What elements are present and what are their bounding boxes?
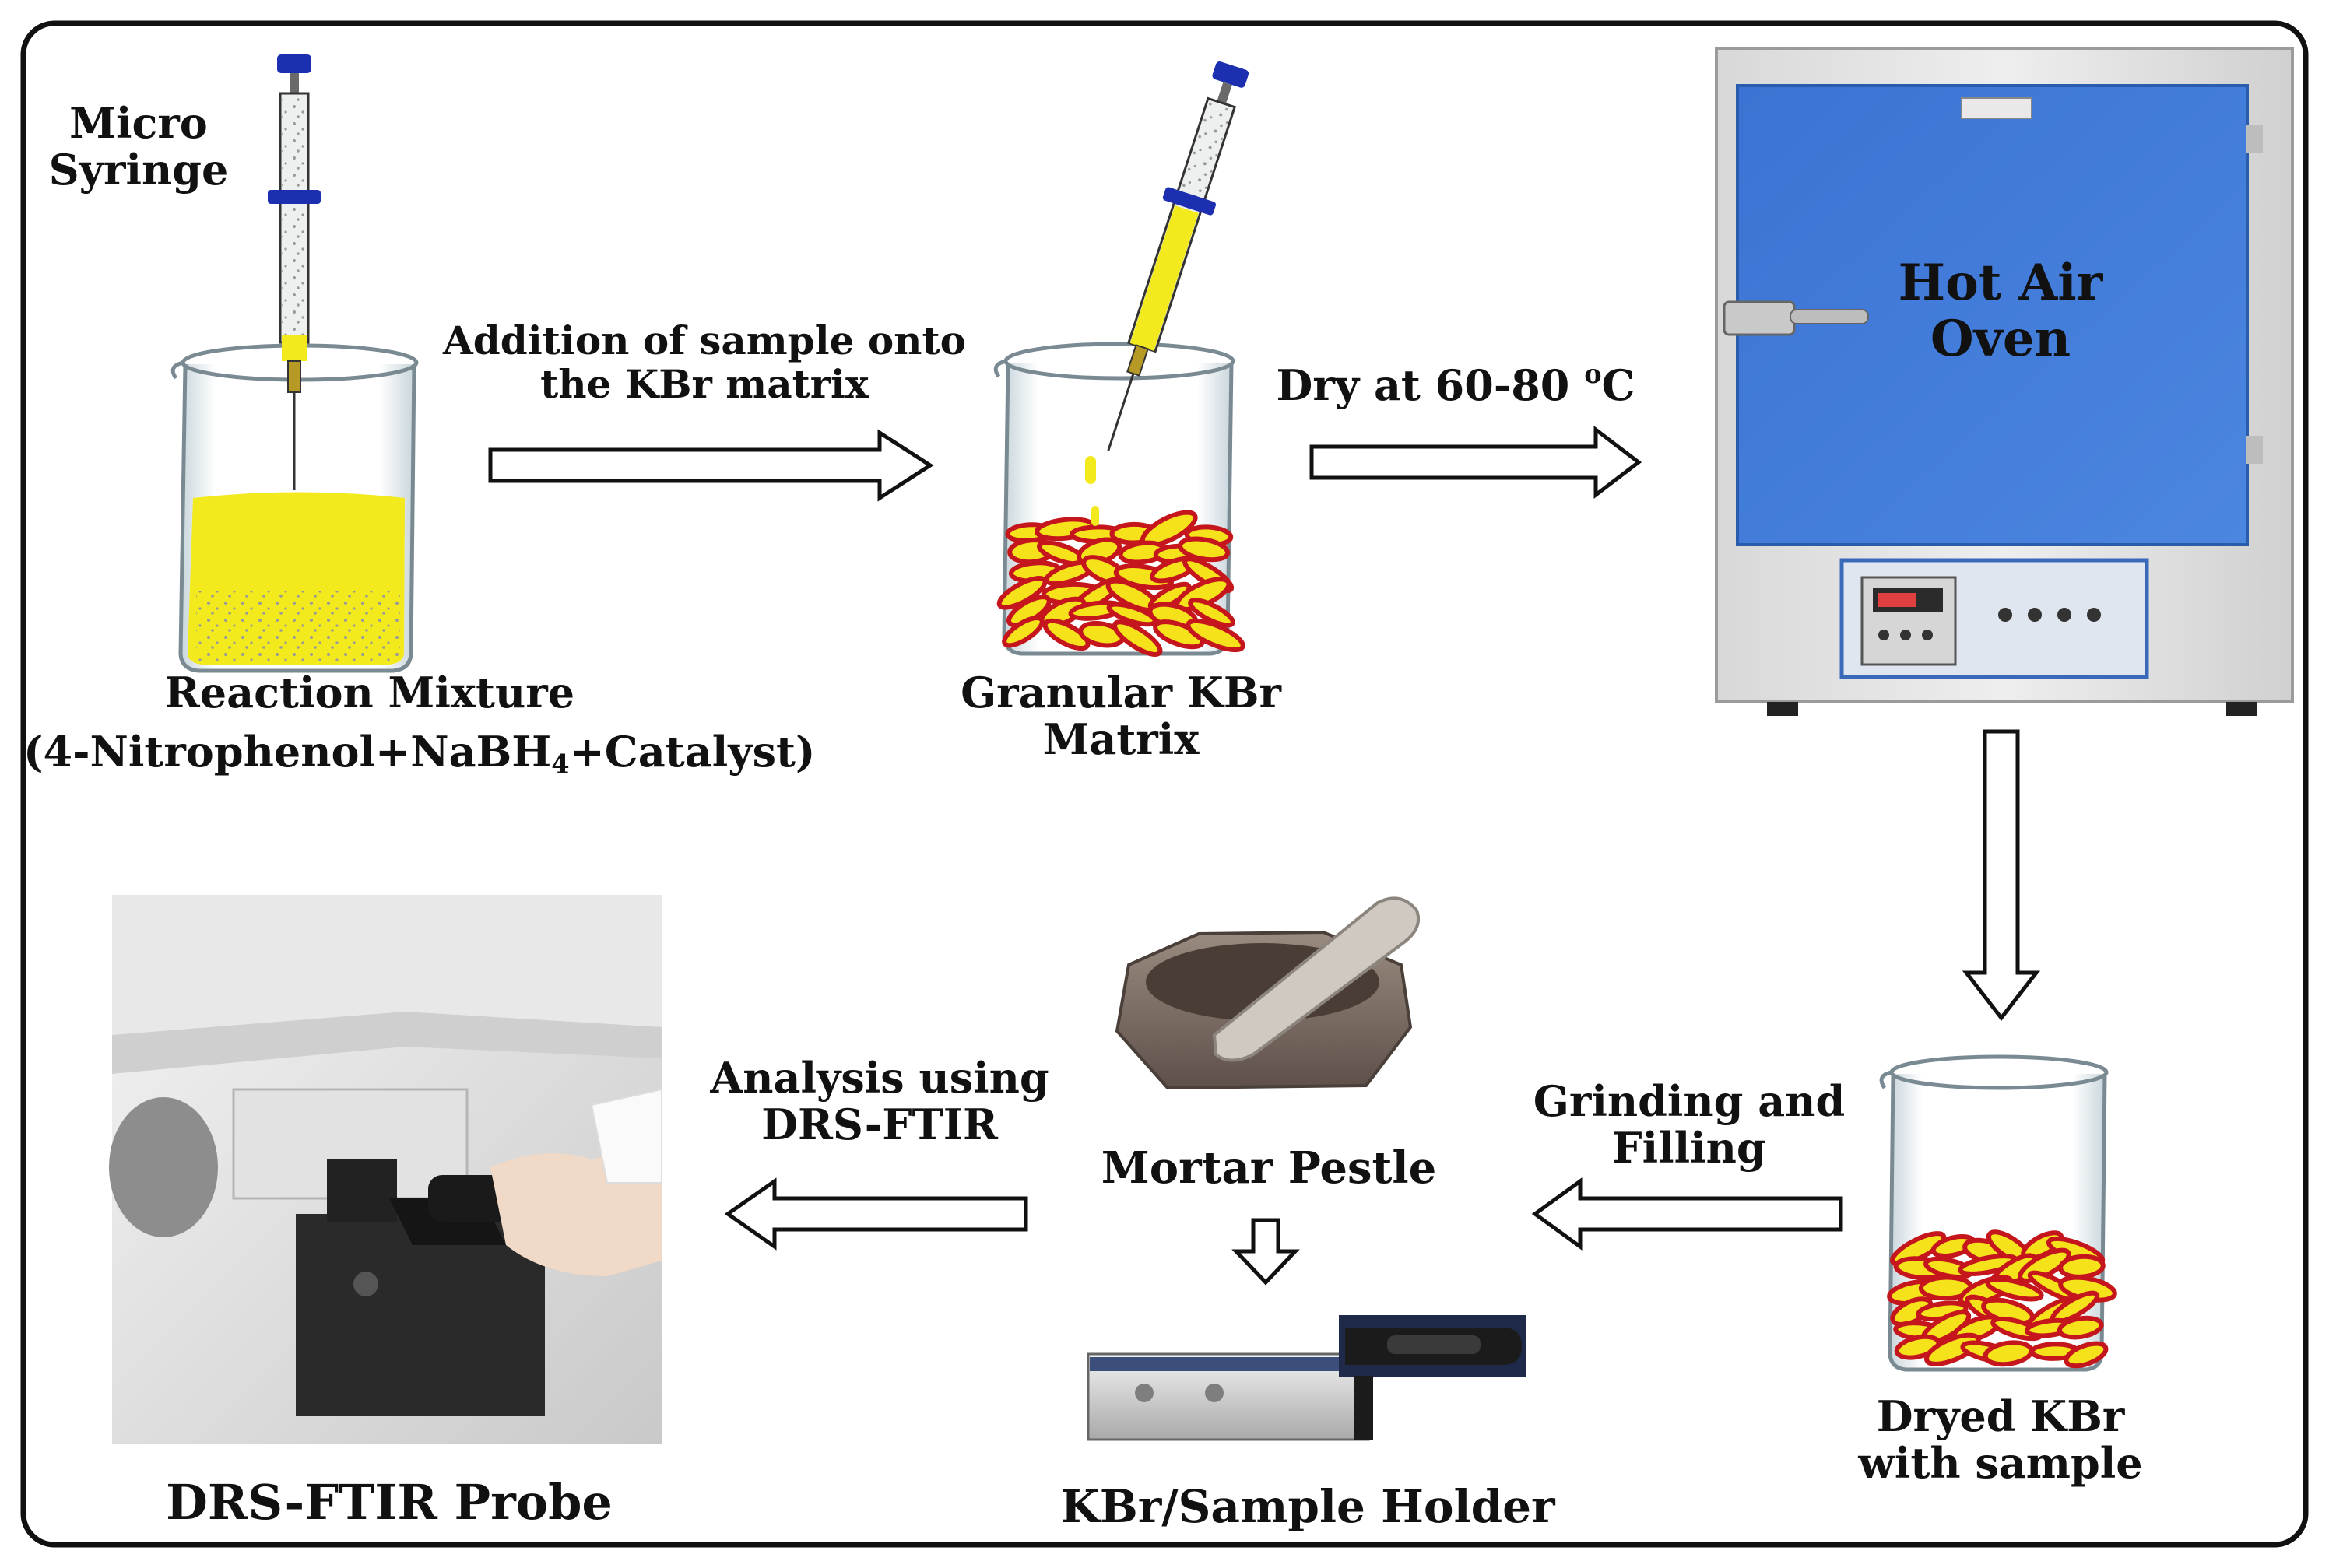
falling-drop: [1091, 506, 1099, 526]
sample-holder-label: KBr/Sample Holder: [1060, 1480, 1555, 1533]
dried-kbr-beaker: [1879, 1054, 2117, 1372]
arrow-down-to-holder: [1231, 1218, 1300, 1286]
kbr-granule: [1985, 1276, 2044, 1302]
dried-kbr-label: Dryed KBr with sample: [1858, 1391, 2143, 1489]
kbr-granule: [1112, 619, 1163, 657]
dry-step-label: Dry at 60-80 oC: [1276, 359, 1635, 410]
arrow-grinding: [1531, 1177, 1843, 1251]
addition-step-label: Addition of sample onto the KBr matrix: [443, 317, 966, 407]
analysis-step-label: Analysis using DRS-FTIR: [710, 1053, 1049, 1150]
granular-kbr-label: Granular KBr Matrix: [961, 668, 1281, 765]
kbr-granule: [2064, 1341, 2109, 1369]
arrow-dry: [1309, 425, 1642, 500]
kbr-granule: [1188, 598, 1235, 628]
kbr-granule: [2058, 1254, 2106, 1279]
kbr-granule: [1042, 618, 1091, 651]
micro-syringe-label: Micro Syringe: [48, 98, 229, 195]
micro-syringe-1: [268, 54, 321, 490]
reaction-formula-label: (4-Nitrophenol+NaBH4+Catalyst): [23, 727, 816, 780]
reaction-mixture-label: Reaction Mixture: [164, 668, 575, 717]
drs-ftir-probe-label: DRS-FTIR Probe: [166, 1474, 613, 1531]
granular-kbr-beaker: [993, 342, 1245, 657]
kbr-sample-holder: [1087, 1315, 1526, 1441]
micro-syringe-2: [1107, 61, 1249, 451]
mortar-pestle: [1115, 896, 1421, 1090]
kbr-granule: [2057, 1315, 2104, 1340]
arrow-analysis: [724, 1177, 1028, 1251]
hot-air-oven: [1715, 47, 2294, 716]
falling-drop: [1085, 456, 1096, 484]
kbr-granule: [1890, 1296, 1934, 1327]
hot-air-oven-label: Hot Air Oven: [1898, 254, 2103, 368]
kbr-granule: [1178, 536, 1231, 563]
kbr-granule: [1153, 619, 1205, 650]
grinding-step-label: Grinding and Filling: [1533, 1076, 1846, 1173]
arrow-down-to-dried: [1962, 729, 2041, 1022]
kbr-granule: [1186, 618, 1245, 653]
mortar-pestle-label: Mortar Pestle: [1101, 1142, 1437, 1194]
arrow-addition: [488, 429, 934, 502]
drs-ftir-probe-photo: [109, 895, 662, 1444]
kbr-granule: [1002, 615, 1045, 648]
